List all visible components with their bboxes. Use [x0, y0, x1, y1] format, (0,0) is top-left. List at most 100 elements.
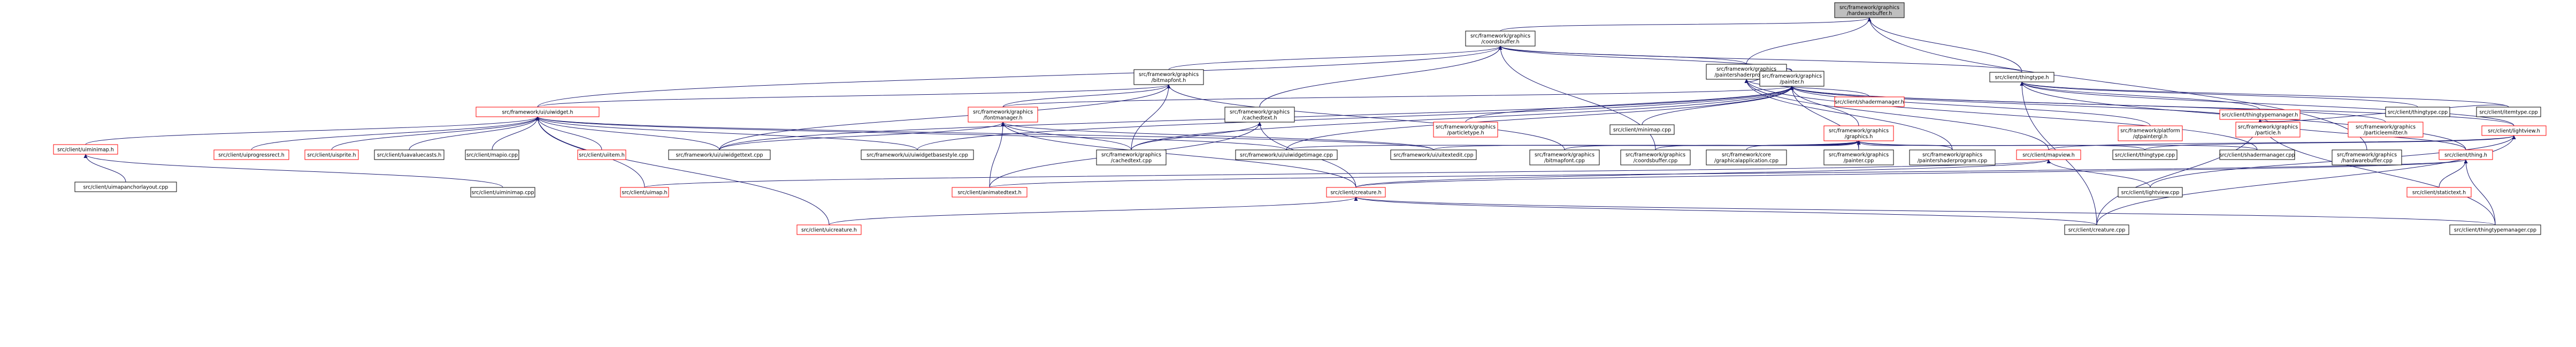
edge-uiwidgetimage_cpp-to-painter_h [1286, 86, 1794, 150]
node-bitmapfont_h[interactable]: src/framework/graphics/bitmapfont.h [1133, 69, 1204, 85]
edge-itemtype_cpp-to-thingtypemanager_h [2258, 104, 2509, 124]
node-map_cpp[interactable]: src/client/mapio.cpp [465, 149, 519, 160]
node-label: src/client/shadermanager.cpp [2220, 153, 2295, 159]
node-uimap_h[interactable]: src/client/uimap.h [620, 187, 669, 198]
edge-bitmapfont_cpp-to-bitmapfont_h [1167, 84, 1565, 150]
node-label: src/framework/graphics [1716, 66, 1776, 72]
node-box [796, 224, 862, 235]
node-label: src/framework/ui/uiwidgetbasestyle.cpp [867, 153, 968, 159]
node-particleemitter_h[interactable]: src/framework/graphics/particleemitter.h [2348, 122, 2424, 138]
node-label: /fontmanager.h [984, 115, 1023, 121]
node-label: /graphics.h [1845, 134, 1873, 140]
edge-thingtypemanager_h-to-thingtype_h [2020, 81, 2260, 110]
node-box [1096, 149, 1167, 165]
node-label: src/framework/graphics [2337, 152, 2397, 158]
node-particletype_h[interactable]: src/framework/graphics/particletype.h [1433, 122, 1498, 138]
node-uiwidgetbasestyle_cpp[interactable]: src/framework/ui/uiwidgetbasestyle.cpp [861, 149, 974, 160]
node-box [2064, 224, 2129, 235]
edge-shadermanager_h-to-painterprog_h [1744, 79, 1870, 97]
node-itemtype_cpp[interactable]: src/client/itemtype.cpp [2476, 107, 2541, 117]
node-label: src/client/minimap.cpp [1613, 127, 1671, 133]
node-cachedtext_cpp[interactable]: src/framework/graphics/cachedtext.cpp [1096, 149, 1167, 165]
edge-itemtype_cpp-to-thingtype_h [2020, 81, 2509, 108]
node-animatedtext_h[interactable]: src/client/animatedtext.h [952, 187, 1028, 198]
node-uiitem_h[interactable]: src/client/uiitem.h [577, 149, 626, 160]
edge-qtpainter_h-to-painter_h [1790, 86, 2151, 126]
node-label: /hardwarebuffer.h [1847, 11, 1892, 17]
file-nodes: src/framework/graphics/hardwarebuffer.hs… [53, 2, 2547, 235]
edge-luavaluecasts_h-to-uiwidget_h [409, 116, 540, 150]
node-painterprog_cpp[interactable]: src/framework/graphics/paintershaderprog… [1909, 149, 1996, 165]
node-label: src/framework/graphics [1839, 5, 1899, 11]
node-thingtype2_cpp[interactable]: src/client/thingtype.cpp [2112, 149, 2178, 160]
node-particle_h[interactable]: src/framework/graphics/particle.h [2235, 122, 2301, 138]
edge-mapview_h-to-painterprog_h [1744, 79, 2049, 150]
node-hwbuf_cpp[interactable]: src/framework/graphics/hardwarebuffer.cp… [2332, 149, 2402, 165]
node-box [1823, 149, 1894, 165]
node-thingtype_cpp[interactable]: src/client/thingtype.cpp [2385, 107, 2450, 117]
node-label: src/client/shadermanager.h [1835, 100, 1904, 105]
edge-minimap_cpp-to-painter_h [1642, 86, 1794, 125]
node-box [668, 149, 771, 160]
node-bitmapfont_cpp[interactable]: src/framework/graphics/bitmapfont.cpp [1529, 149, 1600, 165]
node-label: src/client/thingtypemanager.cpp [2454, 228, 2536, 233]
node-graphics_h[interactable]: src/framework/graphics/graphics.h [1823, 125, 1894, 141]
node-uiwidget_h[interactable]: src/framework/ui/uiwidget.h [476, 107, 600, 117]
node-uisprite_h[interactable]: src/client/uisprite.h [304, 149, 359, 160]
edge-shadermanager_cpp-to-painterprog_h [1744, 79, 2258, 150]
node-uicreature_h[interactable]: src/client/uicreature.h [796, 224, 862, 235]
node-lightview_h[interactable]: src/client/lightview.h [2481, 125, 2547, 136]
node-uiminimap_cpp[interactable]: src/client/uiminimap.cpp [470, 187, 535, 198]
node-box [2016, 149, 2081, 160]
node-uiprogressrect_h[interactable]: src/client/uiprogressrect.h [213, 149, 289, 160]
node-creature_cpp[interactable]: src/client/creature.cpp [2064, 224, 2129, 235]
node-label: src/client/uimap.h [622, 190, 667, 196]
node-hwbuf_h[interactable]: src/framework/graphics/hardwarebuffer.h [1834, 2, 1905, 18]
edge-hwbuf_cpp-to-hwbuf_h [1867, 17, 2367, 150]
node-uiwidgettext_cpp[interactable]: src/framework/ui/uiwidgettext.cpp [668, 149, 771, 160]
node-label: /particle.h [2255, 130, 2281, 136]
node-label: src/framework/graphics [1436, 124, 1496, 130]
node-luavaluecasts_h[interactable]: src/client/luavaluecasts.h [374, 149, 444, 160]
node-cachedtext_h[interactable]: src/framework/graphics/cachedtext.h [1224, 107, 1295, 123]
node-fontmanager_h[interactable]: src/framework/graphics/fontmanager.h [968, 107, 1038, 123]
node-uitextedit_cpp[interactable]: src/framework/ui/uitextedit.cpp [1390, 149, 1477, 160]
node-painter_h[interactable]: src/framework/graphics/painter.h [1759, 71, 1824, 87]
node-creature_h[interactable]: src/client/creature.h [1326, 187, 1386, 198]
node-minimap_cpp[interactable]: src/client/minimap.cpp [1609, 124, 1675, 135]
node-coordsbuffer_h[interactable]: src/framework/graphics/coordsbuffer.h [1465, 31, 1536, 47]
node-graphicalapp_cpp[interactable]: src/framework/core/graphicalapplication.… [1706, 149, 1787, 165]
node-coordsbuffer_cpp[interactable]: src/framework/graphics/coordsbuffer.cpp [1620, 149, 1691, 165]
node-box [2476, 107, 2541, 117]
node-shadermanager_cpp[interactable]: src/client/shadermanager.cpp [2219, 149, 2295, 160]
node-lightview_cpp[interactable]: src/client/lightview.cpp [2118, 187, 2183, 198]
node-label: src/client/thing.h [2444, 153, 2487, 159]
node-box [74, 182, 177, 192]
node-box [1529, 149, 1600, 165]
node-uimapanchorlayout_cpp[interactable]: src/client/uimapanchorlayout.cpp [74, 182, 177, 192]
edge-cachedtext_cpp-to-painter_h [1131, 86, 1794, 150]
node-thingtypemanager_h[interactable]: src/client/thingtypemanager.h [2219, 109, 2301, 120]
node-label: src/client/itemtype.cpp [2479, 110, 2537, 116]
edge-thingtypemanager_cpp-to-creature_h [1354, 197, 2496, 225]
node-box [968, 107, 1038, 123]
node-label: src/client/animatedtext.h [957, 190, 1021, 196]
node-label: src/framework/ui/uiwidgettext.cpp [676, 153, 763, 159]
node-qtpainter_h[interactable]: src/framework/platform/qtpaintergl.h [2118, 125, 2183, 141]
node-uiminimap_h[interactable]: src/client/uiminimap.h [53, 144, 118, 155]
node-box [1823, 125, 1894, 141]
node-thing_h[interactable]: src/client/thing.h [2439, 149, 2493, 160]
edge-lightview_h-to-painter_h [1790, 86, 2514, 126]
node-label: src/framework/graphics [1230, 109, 1290, 115]
node-mapview_h[interactable]: src/client/mapview.h [2016, 149, 2081, 160]
node-shadermanager_h[interactable]: src/client/shadermanager.h [1834, 96, 1905, 107]
node-uiwidgetimage_cpp[interactable]: src/framework/ui/uiwidgetimage.cpp [1235, 149, 1338, 160]
node-label: src/framework/graphics [1922, 152, 1982, 158]
edge-cachedtext_cpp-to-fontmanager_h [1001, 122, 1132, 150]
node-thingtypemanager_cpp[interactable]: src/client/thingtypemanager.cpp [2449, 224, 2541, 235]
edge-lightview_cpp-to-mapview_h [2046, 159, 2151, 188]
node-label: /paintershaderprogram.h [1714, 72, 1778, 78]
node-thingtype_h[interactable]: src/client/thingtype.h [1989, 72, 2054, 82]
node-statictext_h[interactable]: src/client/statictext.h [2406, 187, 2472, 198]
node-painter_cpp[interactable]: src/framework/graphics/painter.cpp [1823, 149, 1894, 165]
